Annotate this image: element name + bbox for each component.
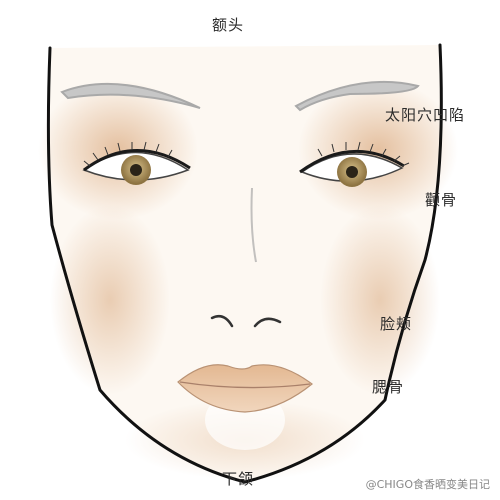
label-cheekbone: 颧骨 [425,191,458,209]
label-jawbone: 腮骨 [372,378,405,396]
right-eye [299,141,410,187]
temple-shade-right [298,80,458,220]
nose-left-nostril [210,315,234,328]
lip-line [179,381,311,389]
lips [177,364,313,413]
temple-shade-left [38,80,198,220]
label-forehead: 额头 [212,16,245,34]
nose-bridge [250,187,257,263]
right-eyebrow [294,81,420,112]
nose-right-nostril [253,317,282,328]
cheek-shade-right [320,205,440,395]
label-lower-jaw: 下颌 [222,470,255,488]
label-temple-hollow: 太阳穴凹陷 [385,106,466,124]
watermark: @CHIGO食香晒变美日记 [365,478,490,491]
left-eye [82,141,191,185]
label-cheek: 脸颊 [380,315,413,333]
cheek-shade-left [50,205,170,395]
face-outline [46,43,443,484]
left-eyebrow [60,82,201,109]
